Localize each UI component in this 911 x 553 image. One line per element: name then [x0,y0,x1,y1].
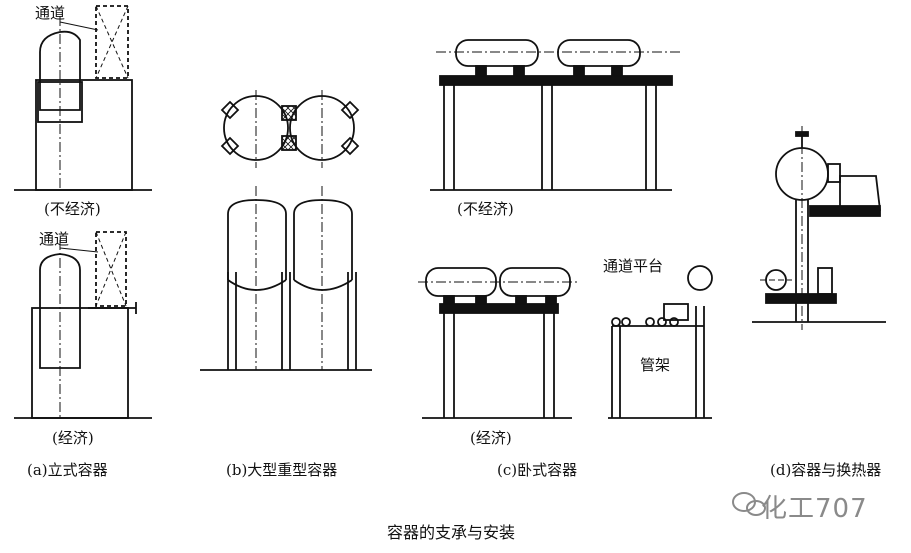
vertical-vessel-uneconomical [14,5,152,191]
wechat-logo-icon [732,492,766,516]
heavy-vessels-elevation [200,186,372,371]
note-a-uneconomical: (不经济) [44,200,101,218]
caption-a: (a)立式容器 [27,461,108,479]
vessel-with-heat-exchanger [752,126,886,330]
vertical-vessel-economical [14,231,152,419]
passage-label-bottom: 通道 [39,230,70,248]
pipe-rack-with-platform [608,265,713,419]
passage-label-top: 通道 [35,4,66,22]
note-c-economical: (经济) [470,429,512,447]
passage-platform-label: 通道平台 [603,257,664,275]
caption-b: (b)大型重型容器 [226,461,338,479]
watermark-text: 化工707 [761,494,868,524]
horizontal-vessels-uneconomical [430,39,680,191]
caption-d: (d)容器与换热器 [770,461,882,479]
watermark: 化工707 [725,486,895,524]
note-c-uneconomical: (不经济) [457,200,514,218]
note-a-economical: (经济) [52,429,94,447]
caption-c: (c)卧式容器 [497,461,578,479]
heavy-vessels-plan-view [220,90,360,168]
pipe-rack-label: 管架 [640,356,671,374]
figure-title: 容器的支承与安装 [387,523,516,542]
horizontal-vessels-economical [418,267,580,419]
